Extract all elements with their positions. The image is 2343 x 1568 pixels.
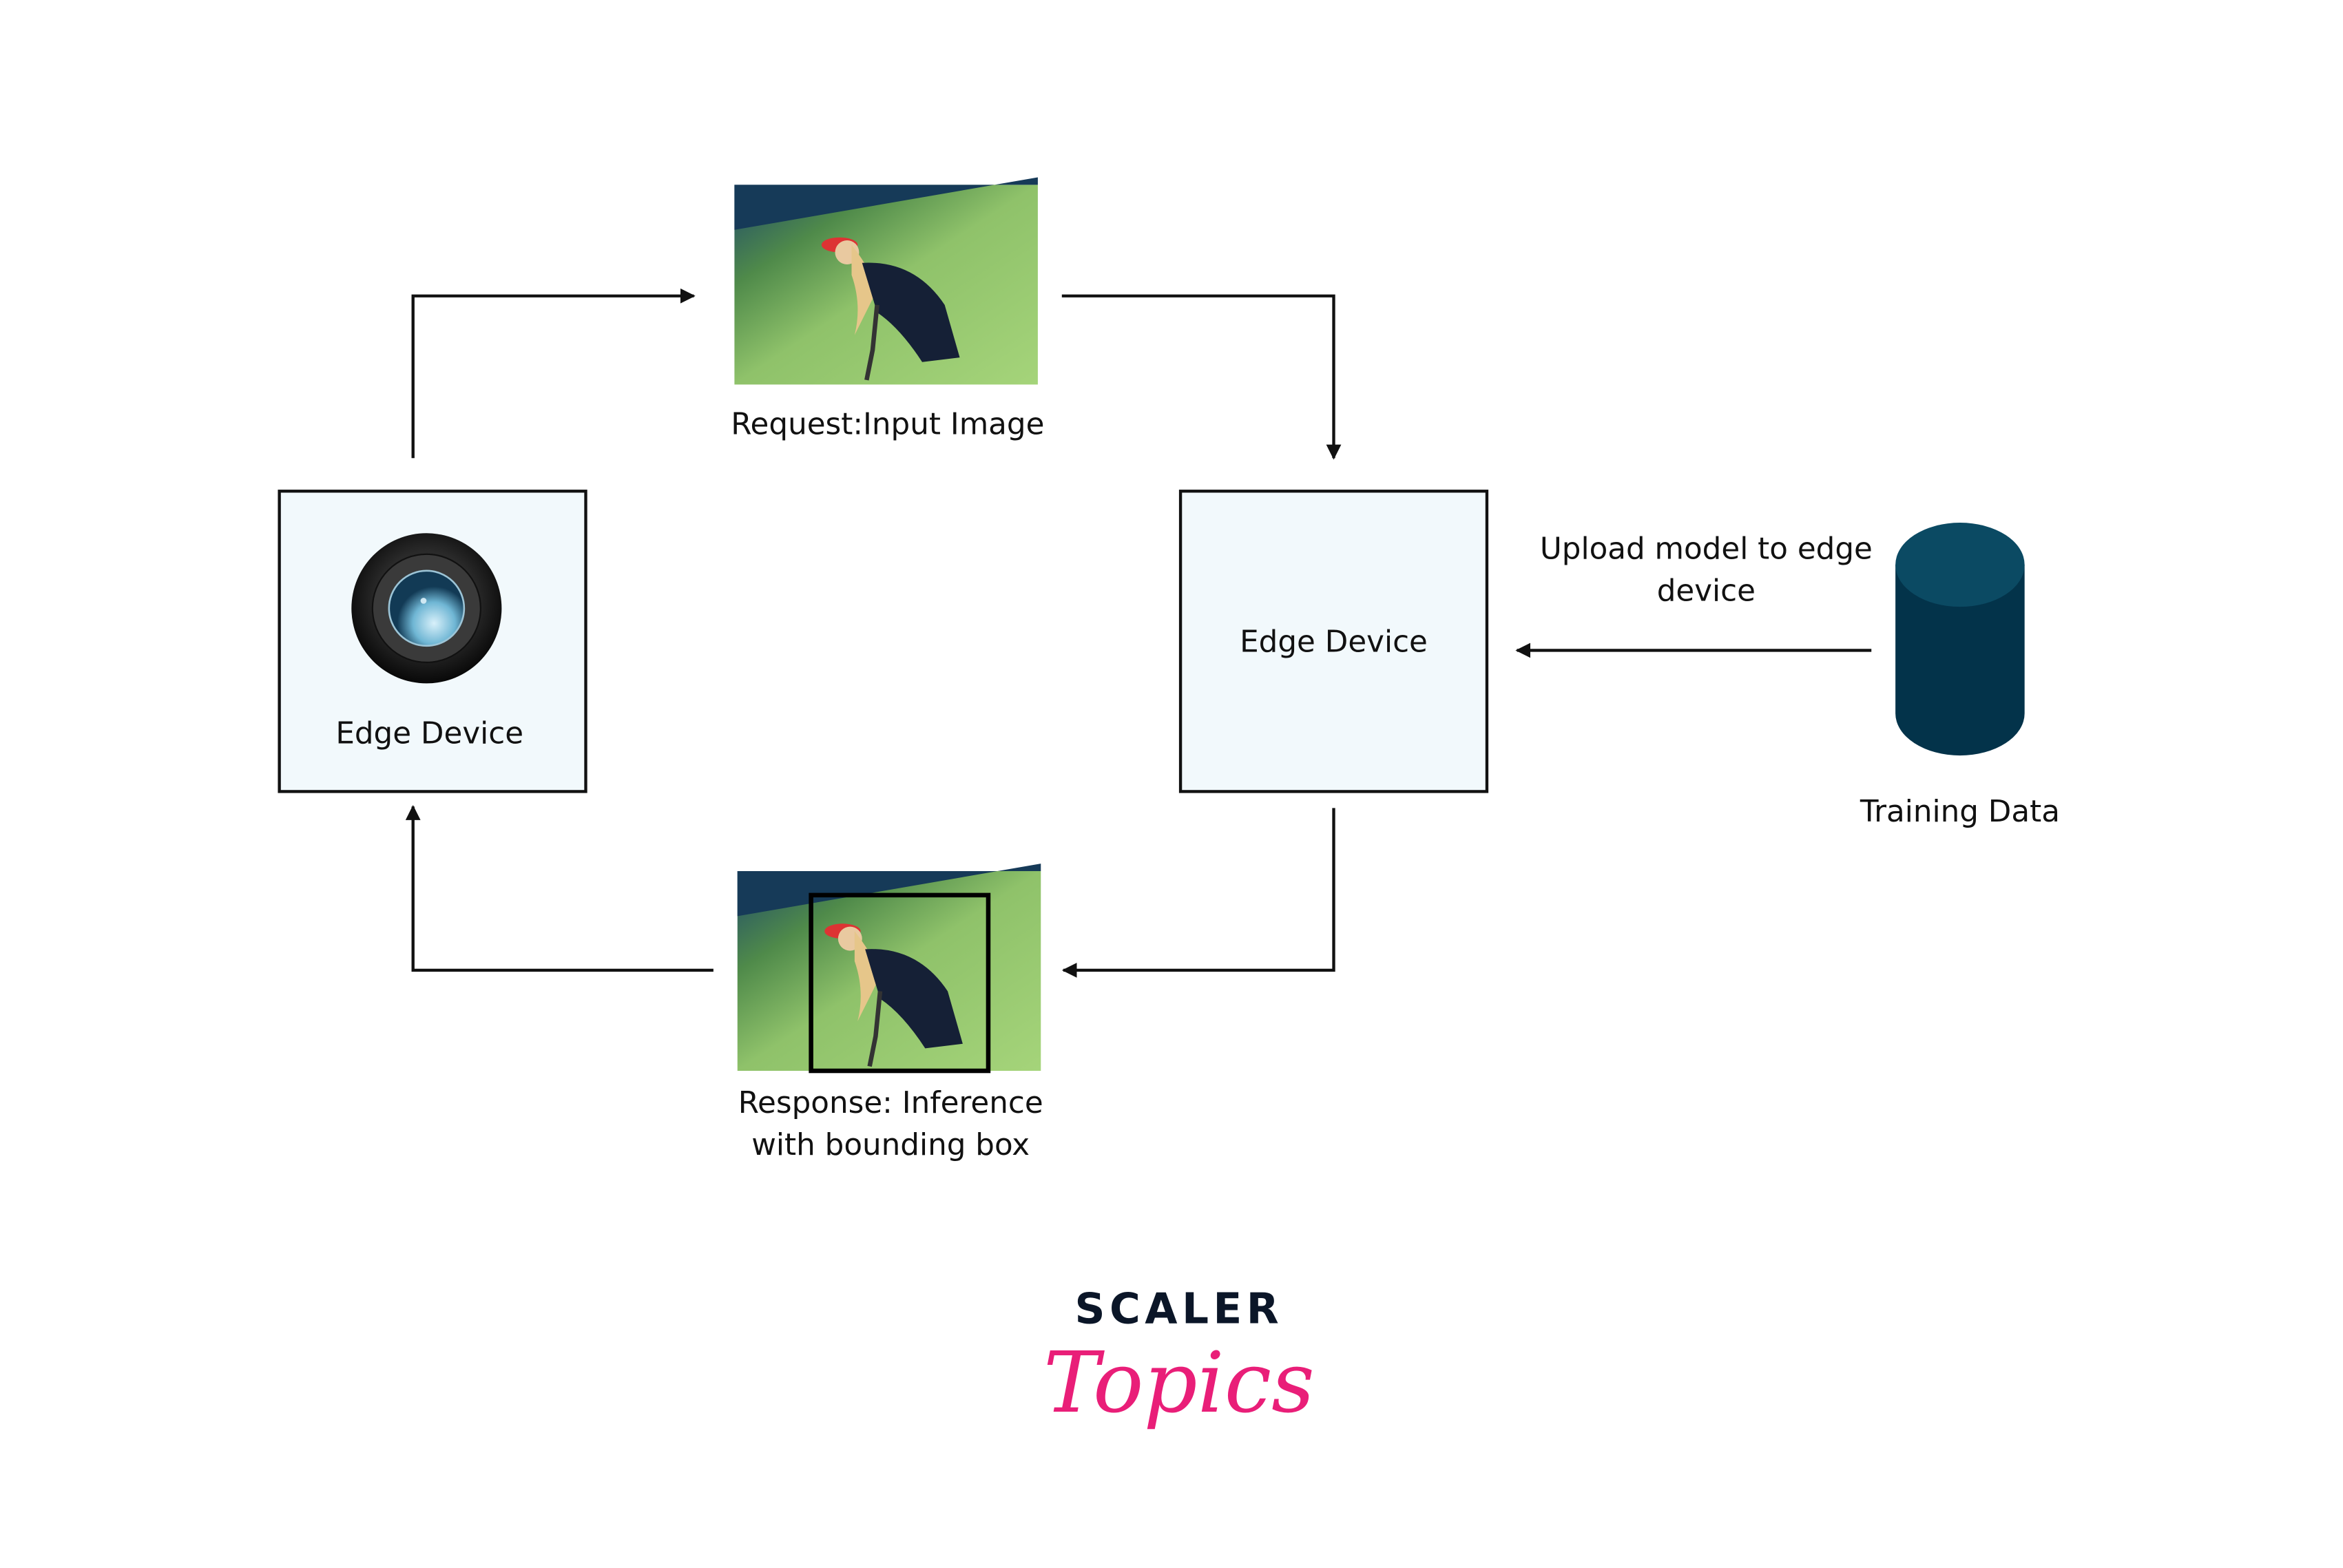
upload-label-line1: Upload model to edge <box>1540 532 1873 566</box>
response-label-line2: with bounding box <box>751 1128 1030 1162</box>
arrow-to-input-image <box>411 288 696 459</box>
input-image-label: Request:Input Image <box>731 407 1044 441</box>
response-label-line1: Response: Inference <box>738 1086 1043 1120</box>
edge-device-camera-label: Edge Device <box>335 717 523 751</box>
arrow-to-camera-device <box>405 805 714 972</box>
edge-device-box <box>1178 490 1489 793</box>
training-data-label: Training Data <box>1860 795 2060 829</box>
arrow-to-edge-device <box>1061 294 1342 460</box>
logo-scaler: SCALER <box>1074 1284 1283 1333</box>
upload-label-line2: device <box>1657 574 1756 608</box>
logo-topics: Topics <box>1043 1334 1315 1432</box>
bounding-box <box>809 892 991 1074</box>
input-image <box>734 177 1038 384</box>
response-image <box>738 864 1041 1071</box>
edge-device-label: Edge Device <box>1240 625 1428 660</box>
arrow-to-response <box>1061 808 1335 978</box>
camera-lens-icon <box>351 533 502 684</box>
database-cylinder-icon <box>1895 523 2025 756</box>
